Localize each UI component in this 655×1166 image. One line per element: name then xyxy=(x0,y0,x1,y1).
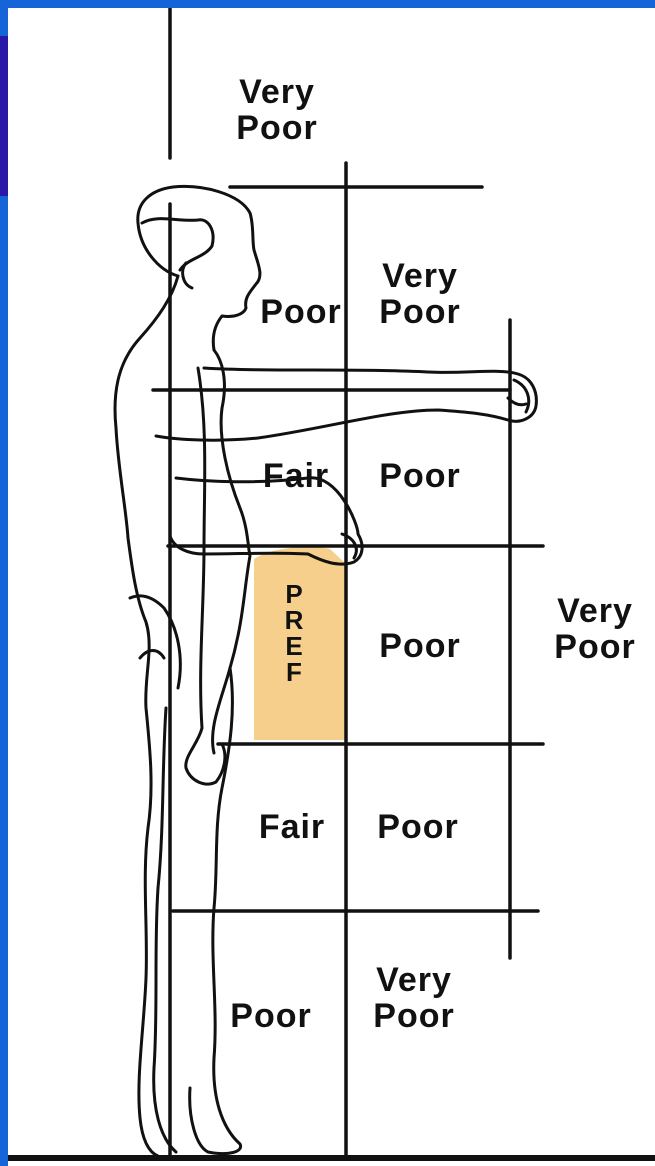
zone-label-thigh-far: Poor xyxy=(358,809,478,845)
zone-label-side-far-line1: Very xyxy=(536,593,654,629)
ear-outline xyxy=(183,263,192,288)
pref-letter-3: E xyxy=(274,633,314,659)
pref-letter-4: F xyxy=(274,659,314,685)
reach-zone-diagram xyxy=(8,8,655,1166)
zone-label-top-line1: Very xyxy=(222,74,332,110)
zone-label-thigh-near: Fair xyxy=(248,809,336,845)
pref-letter-2: R xyxy=(274,607,314,633)
zone-label-low-far-line2: Poor xyxy=(354,998,474,1034)
hanging-arm xyxy=(186,368,225,784)
zone-label-chest-far: Poor xyxy=(360,458,480,494)
trunks-outline xyxy=(130,596,180,688)
zone-label-low-far-line1: Very xyxy=(354,962,474,998)
zone-label-top-line2: Poor xyxy=(222,110,332,146)
pref-letter-1: P xyxy=(274,581,314,607)
zone-label-low-far: Very Poor xyxy=(354,962,474,1034)
zone-label-upper-far-line1: Very xyxy=(360,258,480,294)
zone-label-side-far: Very Poor xyxy=(536,593,654,665)
zone-label-low-near: Poor xyxy=(216,998,326,1034)
head-outline xyxy=(138,186,260,350)
zone-label-upper-far-line2: Poor xyxy=(360,294,480,330)
zone-label-upper-near: Poor xyxy=(256,294,346,330)
hair-outline xyxy=(142,219,213,270)
back-leg-outline xyxy=(154,708,176,1152)
zone-label-preferred: P R E F xyxy=(274,581,314,685)
diagram-canvas: Very Poor Poor Very Poor Fair Poor P R E… xyxy=(8,8,655,1166)
zone-label-upper-far: Very Poor xyxy=(360,258,480,330)
zone-label-side-far-line2: Poor xyxy=(536,629,654,665)
frame-accent xyxy=(0,36,8,196)
zone-label-waist-far: Poor xyxy=(360,628,480,664)
zone-label-chest-near: Fair xyxy=(252,458,340,494)
zone-label-top: Very Poor xyxy=(222,74,332,146)
